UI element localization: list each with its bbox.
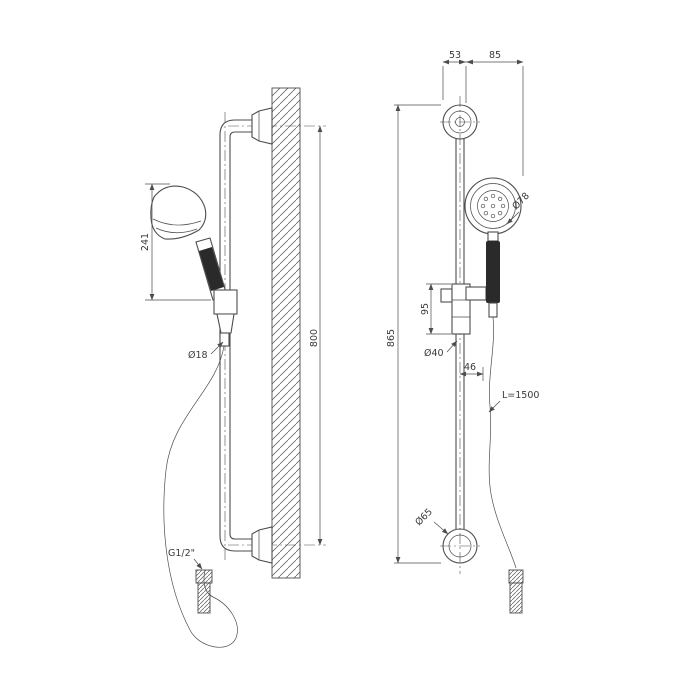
wall-section: [271, 87, 301, 579]
dimension-slider-diameter: Ø40: [424, 340, 458, 359]
head-ring: [470, 183, 516, 229]
dimension-handset-length: 241: [140, 183, 211, 301]
bottom-wall-mount: [235, 526, 273, 564]
dim-label-85: 85: [489, 50, 501, 61]
flexible-hose-front: [488, 316, 517, 569]
rail-slider-side: [213, 289, 238, 347]
dimension-top-offsets: 53 85: [442, 50, 524, 176]
flange-mid: [448, 110, 472, 134]
top-wall-mount: [235, 107, 273, 145]
dim-label-d40: Ø40: [424, 348, 444, 359]
front-view: 53 85 Ø78 95 Ø40 46: [386, 50, 539, 614]
wall-flange: [251, 526, 273, 564]
slider-body: [213, 289, 238, 315]
slider-cone: [216, 313, 235, 334]
dimension-flange-diameter: Ø65: [413, 506, 449, 535]
dim-label-d65: Ø65: [413, 506, 435, 528]
flexible-hose-side: [163, 345, 238, 648]
handle-grip: [199, 247, 224, 291]
leader-line: [210, 341, 224, 355]
hose-nut-front: [488, 302, 498, 318]
leader-line: [488, 400, 501, 413]
slider-lever: [440, 288, 453, 303]
leader-line: [433, 521, 449, 535]
flange-hub: [455, 117, 465, 127]
dimension-slider-height: 95: [420, 283, 451, 335]
handshower-head: [150, 185, 207, 240]
spray-nozzles: [480, 193, 506, 219]
dim-label-g12: G1/2": [168, 548, 195, 559]
leader-line: [446, 340, 458, 353]
head-ring: [477, 190, 509, 222]
head-neck: [487, 231, 499, 242]
rail-slider-front: [440, 283, 487, 335]
dimension-bar-height: 800: [309, 125, 323, 546]
head-face-line: [155, 227, 198, 234]
handle-grip-front: [486, 241, 500, 303]
leader-line: [193, 558, 203, 570]
side-view: 241 Ø18 800 G1/2": [140, 87, 326, 648]
head-face-line: [152, 218, 202, 226]
handshower-side: [150, 185, 228, 301]
hose-connector-front: [508, 569, 524, 614]
dim-label-800: 800: [309, 329, 320, 347]
connector-collar: [508, 569, 524, 584]
dim-label-95: 95: [420, 303, 431, 315]
dimension-overall-height: 865: [386, 104, 441, 564]
bottom-flange-front: [442, 528, 478, 564]
rail-tube-inner: [229, 131, 236, 540]
dim-label-53: 53: [449, 50, 461, 61]
dim-label-46: 46: [464, 362, 476, 373]
leader-line: [506, 211, 520, 225]
dimension-hose-length: L=1500: [488, 390, 539, 413]
dimension-hose-offset: 46: [459, 362, 484, 381]
dim-label-d18: Ø18: [188, 350, 208, 361]
hose-connector-side: [195, 569, 213, 614]
connector-body: [509, 582, 523, 614]
flange-outer: [442, 528, 478, 564]
flange-outer: [442, 104, 478, 140]
connector-collar: [195, 569, 213, 584]
holder-arm: [465, 286, 487, 301]
dim-label-241: 241: [140, 233, 151, 251]
dimension-rail-diameter: Ø18: [188, 341, 224, 361]
dimension-inlet-thread: G1/2": [168, 548, 203, 570]
top-flange-front: [442, 104, 478, 140]
hose-nut: [219, 332, 230, 347]
shared-arrow: [466, 59, 473, 65]
dim-label-l1500: L=1500: [502, 390, 539, 401]
flange-mid: [448, 534, 472, 558]
wall-flange: [251, 107, 273, 145]
dim-label-865: 865: [386, 329, 397, 347]
connector-body: [197, 582, 211, 614]
shared-arrow: [459, 59, 466, 65]
